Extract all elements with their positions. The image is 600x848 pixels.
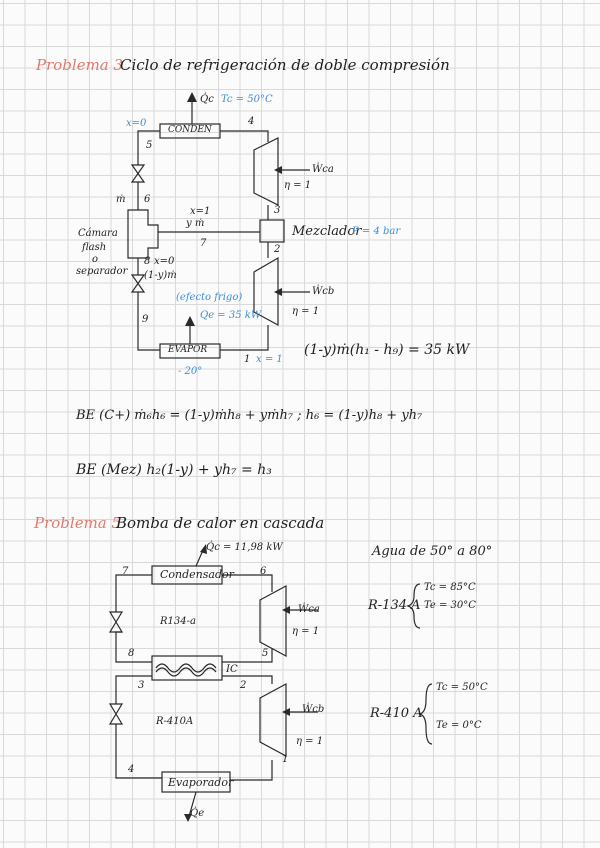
x1-bottom-label: x = 1 [256,354,283,365]
state-7: 7 [200,238,207,249]
p5-brace-r410 [418,683,433,745]
p5-line-valve-to-evap [115,724,162,779]
state-5: 5 [146,140,153,151]
p5-condenser-label: Condensador [160,568,234,581]
x0-mid-label: x=0 [154,256,175,267]
equation-load: (1-y)ṁ(h₁ - h₉) = 35 kW [304,342,470,358]
tc-label: Tc = 50°C [221,94,273,105]
problem5-heading: Problema 5 [34,514,122,532]
valve-top [130,164,146,183]
evaporator-label: EVAPOR [168,345,208,355]
equation-be-ct: BE (C+) ṁ₆h₆ = (1-y)ṁh₈ + yṁh₇ ; h₆ = (1… [76,408,423,423]
p5-state-2: 2 [240,680,247,691]
flow-1-minus-y: (1-y)ṁ [144,270,177,281]
p5-line-valve-to-ic [115,631,152,663]
p5-qc-label: Q̇c = 11,98 kW [206,542,283,553]
eta-lower-label: η = 1 [292,306,320,317]
problem3-title: Ciclo de refrigeración de doble compresi… [120,56,450,74]
line-comp-to-cond [220,130,269,142]
qe-label: Qe = 35 kW [200,310,262,321]
p5-heat-exchanger [151,655,223,681]
p5-state-3: 3 [138,680,145,691]
p5-qe-label: Q̇e [190,808,205,819]
p5-water-label: Agua de 50° a 80° [372,544,493,559]
mixer-box [259,219,285,243]
p5-ic-label: IC [226,664,238,675]
p5-line-ic-to-comp [222,648,273,663]
p5-wca-label: Ẇca [298,604,320,615]
mass-flow-label: ṁ [116,194,126,205]
problem3-heading: Problema 3 [36,56,124,74]
p5-state-8: 8 [128,648,135,659]
p5-valve-top [108,611,124,633]
condenser-label: CONDEN [168,125,212,135]
x1-label: x=1 [190,206,211,217]
wcb-label: Ẇcb [312,286,335,297]
p5-compressor-lower [259,682,287,758]
eta-upper-label: η = 1 [284,180,312,191]
state-2: 2 [274,244,281,255]
p5-r134-tc: Tc = 85°C [424,582,476,593]
line-evap-to-comp [220,325,269,351]
compressor-lower [253,256,279,327]
pressure-label: P = 4 bar [352,226,401,237]
state-4: 4 [248,116,255,127]
p5-r134-te: Te = 30°C [424,600,476,611]
line-cond-to-valve [137,130,160,165]
evap-temp-label: - 20° [178,366,203,377]
p5-state-6: 6 [260,566,267,577]
flash-chamber [127,209,159,259]
p5-state-7: 7 [122,566,129,577]
p5-r410-tc: Tc = 50°C [436,682,488,693]
p5-state-1: 1 [282,754,289,765]
p5-eta-lower: η = 1 [296,736,324,747]
p5-r410-te: Te = 0°C [436,720,482,731]
p5-line-comp-to-ic [222,675,273,684]
p5-r134-label: R134-a [160,616,196,627]
qc-label: Q̇c [200,94,214,105]
p5-compressor-upper [259,584,287,658]
flash-label-3: o [92,254,99,265]
wca-label: Ẇca [312,164,334,175]
ym-label: y ṁ [186,218,205,229]
p5-state-5: 5 [262,648,269,659]
mixer-label: Mezclador [292,224,362,239]
compressor-upper [253,137,279,206]
equation-be-mez: BE (Mez) h₂(1-y) + yh₇ = h₃ [76,462,272,478]
p5-line-cond-to-valve [115,574,152,612]
p5-line-comp-to-cond [222,574,273,592]
p5-evaporator-label: Evaporador [168,776,234,789]
p5-line-evap-to-comp [230,760,273,781]
line-valve-to-evap [137,292,160,351]
state-8: 8 [144,256,151,267]
p5-brace-r134 [406,583,421,629]
state-3: 3 [274,205,281,216]
valve-bottom [130,274,146,293]
x0-top-label: x=0 [126,118,147,129]
state-1: 1 [244,354,251,365]
p5-wcb-label: Ẇcb [302,704,325,715]
p5-eta-upper: η = 1 [292,626,320,637]
p5-state-4: 4 [128,764,135,775]
flash-label-1: Cámara [78,228,118,239]
p5-r410-refrigerant: R-410 A [370,706,423,721]
p5-valve-bottom [108,703,124,725]
p5-r410-label: R-410A [156,716,194,727]
efecto-label: (efecto frigo) [176,292,243,303]
flash-label-4: separador [76,266,128,277]
problem5-title: Bomba de calor en cascada [116,514,325,532]
p5-line-ic-to-valve [115,675,152,704]
p5-r134-refrigerant: R-134 A [368,598,421,613]
state-9: 9 [142,314,149,325]
flash-label-2: flash [82,242,107,253]
state-6: 6 [144,194,151,205]
